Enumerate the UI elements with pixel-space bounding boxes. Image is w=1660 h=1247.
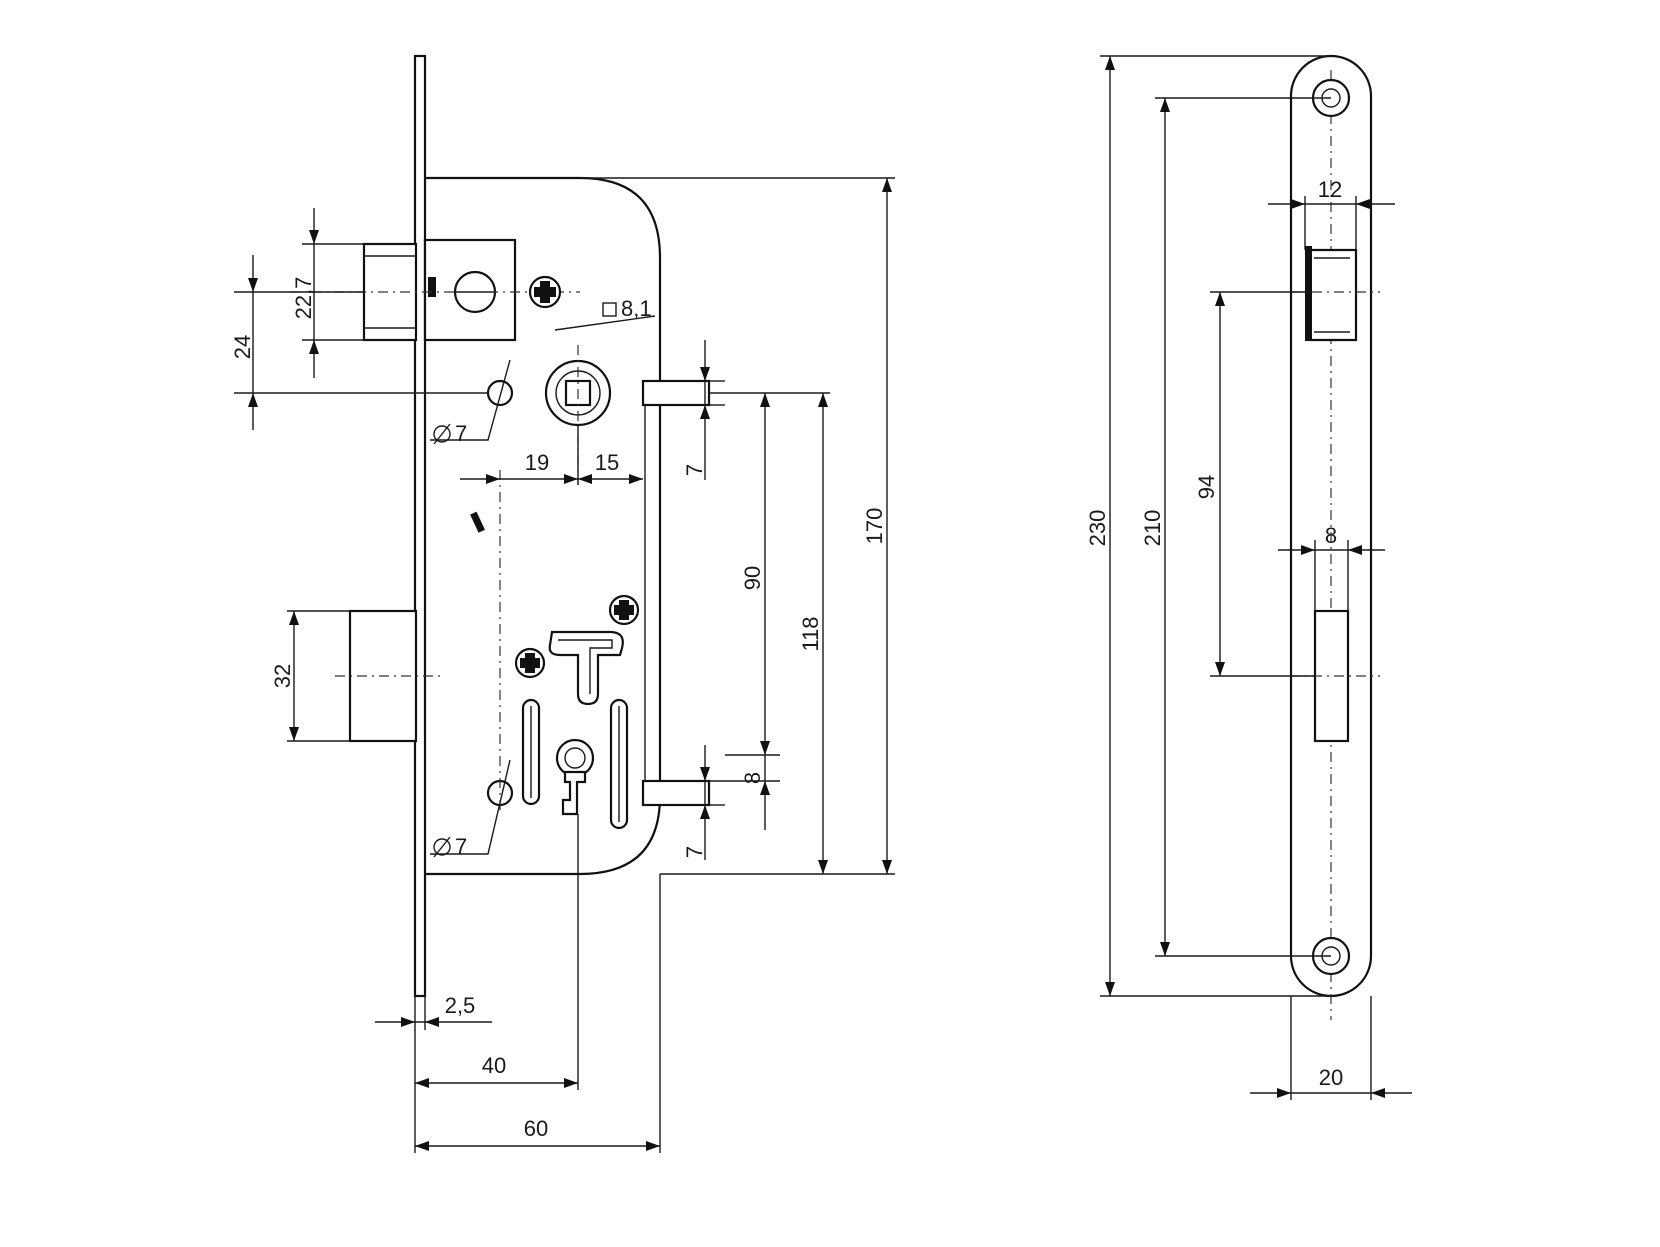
label-8-faceplate: 8 — [1325, 523, 1337, 548]
dimension-20: 20 — [1250, 996, 1412, 1100]
label-7-top: 7 — [682, 464, 707, 476]
label-24: 24 — [230, 335, 255, 359]
dimension-phi-7-top: 7 — [430, 359, 511, 446]
label-phi-7-bottom: 7 — [455, 834, 467, 859]
dimension-phi-7-bottom: 7 — [430, 759, 511, 859]
label-12: 12 — [1318, 177, 1342, 202]
keyhole — [555, 738, 595, 816]
label-90: 90 — [740, 566, 765, 590]
label-8-front: 8 — [740, 772, 765, 784]
label-32: 32 — [270, 664, 295, 688]
fixing-hole-top — [486, 379, 514, 407]
cam-lever — [548, 630, 624, 706]
dimension-210: 210 — [1140, 97, 1331, 957]
label-2-5: 2,5 — [445, 993, 476, 1018]
dimension-22-7: 22,7 — [291, 208, 364, 378]
dimension-8-front: 8 — [709, 755, 780, 830]
mortise-lock-front-view: 24 22,7 8,1 7 — [230, 54, 895, 1153]
dead-bolt — [335, 609, 445, 743]
follower-tab-top — [641, 379, 711, 407]
label-7-bottom: 7 — [682, 846, 707, 858]
dimension-12: 12 — [1268, 177, 1395, 250]
dimension-230: 230 — [1085, 55, 1331, 997]
dimension-94: 94 — [1194, 291, 1315, 677]
dimension-118: 118 — [660, 393, 895, 875]
lock-case-outline — [425, 176, 662, 876]
label-40: 40 — [482, 1053, 506, 1078]
latch-bolt — [290, 238, 580, 342]
label-210: 210 — [1140, 510, 1165, 547]
dimension-7-bottom: 7 — [682, 745, 725, 860]
label-170: 170 — [862, 508, 887, 545]
label-15: 15 — [595, 450, 619, 475]
dimension-32: 32 — [270, 610, 350, 742]
dimension-19-15: 19 15 — [460, 425, 643, 485]
label-230: 230 — [1085, 510, 1110, 547]
dimension-90: 90 — [709, 392, 830, 756]
label-118: 118 — [798, 616, 823, 651]
label-20: 20 — [1319, 1065, 1343, 1090]
follower-tab-bottom — [641, 779, 711, 807]
dimension-7-top: 7 — [682, 340, 725, 480]
label-60: 60 — [524, 1116, 548, 1141]
forend-plate — [413, 54, 427, 998]
dimension-24: 24 — [230, 255, 488, 430]
pin-mark — [470, 511, 485, 533]
screw-cross-right — [608, 594, 640, 626]
dimension-40: 40 — [414, 814, 579, 1153]
dimension-2-5: 2,5 — [375, 993, 492, 1030]
dimension-square-8-1: 8,1 — [554, 296, 656, 331]
dimension-170: 170 — [580, 177, 895, 874]
screw-cross-left — [514, 647, 546, 679]
label-22-7: 22,7 — [291, 277, 316, 320]
dimension-8-faceplate: 8 — [1278, 523, 1385, 611]
label-19: 19 — [525, 450, 549, 475]
label-phi-7-top: 7 — [455, 421, 467, 446]
dimension-60: 60 — [415, 874, 661, 1153]
screw-cross-top — [528, 275, 562, 309]
label-8-1: 8,1 — [621, 296, 652, 321]
faceplate-side-view: 230 210 94 12 — [1085, 54, 1412, 1100]
label-94: 94 — [1194, 475, 1219, 499]
latch-opening — [1305, 246, 1358, 342]
